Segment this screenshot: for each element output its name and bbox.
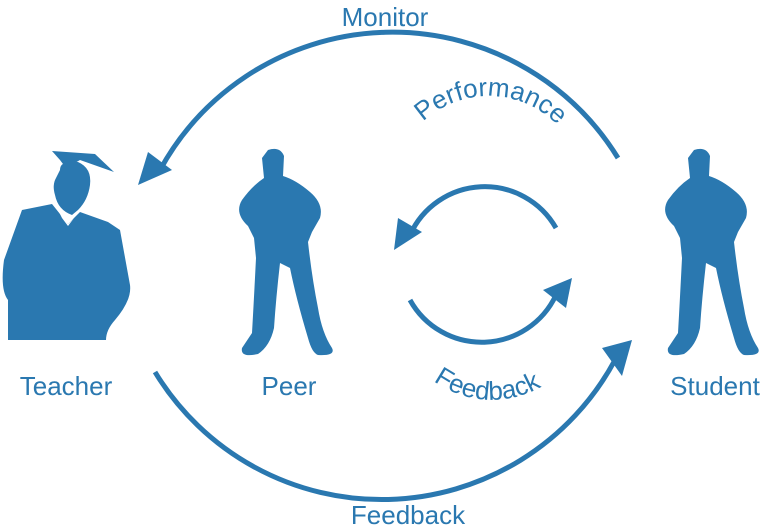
performance-arrowhead-icon (394, 218, 422, 250)
peer-silhouette-icon (239, 148, 333, 356)
peer-label: Peer (262, 371, 317, 401)
teacher-silhouette-icon (2, 151, 131, 340)
monitor-arrowhead-icon (138, 152, 172, 185)
teacher-label: Teacher (20, 371, 113, 401)
monitor-arrow (157, 29, 621, 172)
svg-text:Feedback: Feedback (430, 361, 545, 406)
inner-feedback-arrow (407, 293, 559, 345)
student-label: Student (670, 371, 760, 401)
student-silhouette-icon (665, 148, 759, 356)
inner-feedback-arrowhead-icon (543, 278, 572, 308)
outer-feedback-arrow (152, 358, 618, 502)
outer-feedback-label: Feedback (351, 500, 466, 530)
outer-feedback-arrowhead-icon (602, 340, 632, 376)
performance-arrow (407, 184, 559, 237)
monitor-label: Monitor (342, 2, 429, 32)
inner-feedback-label: Feedback (430, 361, 545, 406)
